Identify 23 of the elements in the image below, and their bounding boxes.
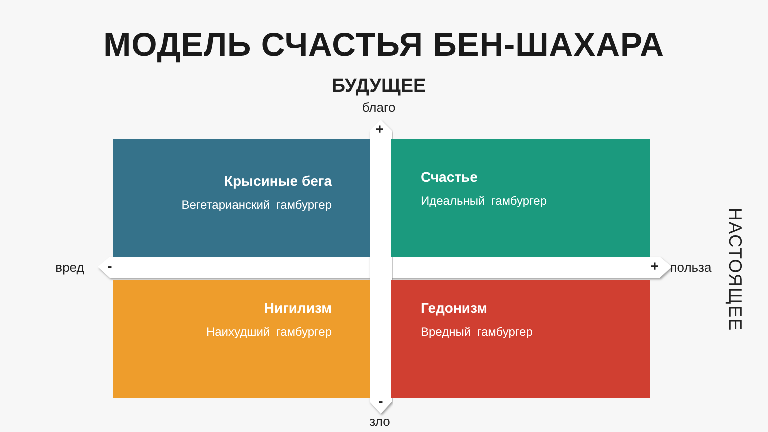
quadrant-title: Крысиные бега <box>224 173 332 189</box>
axis-label: вред <box>56 260 84 275</box>
minus-sign: - <box>108 258 112 274</box>
quadrant-box <box>391 139 650 257</box>
quadrant-title: Счастье <box>421 169 478 185</box>
quadrant-box <box>113 139 370 257</box>
minus-sign: - <box>378 393 384 409</box>
quadrant-description: Наихудший гамбургер <box>206 325 332 339</box>
quadrant-description: Идеальный гамбургер <box>421 194 548 208</box>
axis-label: польза <box>670 260 712 275</box>
quadrant-title: Гедонизм <box>421 300 488 316</box>
title: МОДЕЛЬ СЧАСТЬЯ БЕН-ШАХАРА <box>102 26 666 64</box>
quadrant-title: Нигилизм <box>264 300 332 316</box>
axis-label: благо <box>362 100 396 115</box>
axis-title: НАСТОЯЩЕЕ <box>724 208 746 332</box>
quadrant-description: Вредный гамбургер <box>421 325 533 339</box>
quadrant-box <box>391 280 650 398</box>
axis-label: зло <box>370 414 390 429</box>
axis-title: БУДУЩЕЕ <box>332 76 426 98</box>
plus-sign: + <box>650 258 660 274</box>
quadrant-description: Вегетарианский гамбургер <box>182 198 332 212</box>
quadrant-box <box>113 280 370 398</box>
plus-sign: + <box>376 121 384 137</box>
